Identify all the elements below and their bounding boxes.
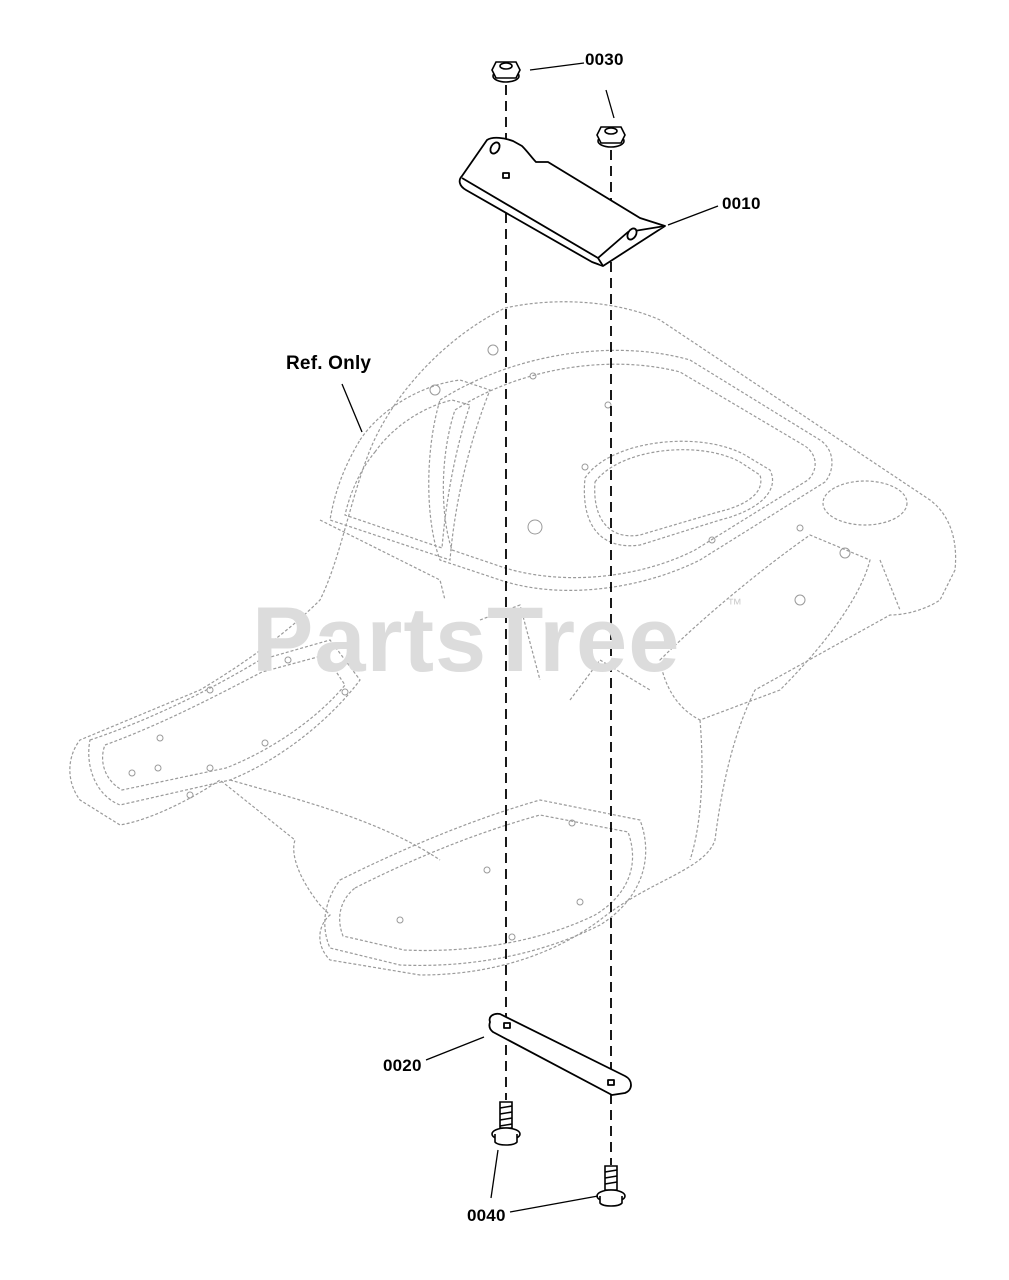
fender-body-reference	[69, 301, 957, 976]
reference-only-label: Ref. Only	[286, 353, 372, 374]
assembly-centerlines	[505, 85, 612, 1165]
leader-lines	[341, 62, 719, 1213]
flange-bolt-left	[491, 1101, 521, 1146]
flange-bolt-right	[596, 1165, 626, 1207]
mounting-bracket	[458, 136, 666, 267]
trademark-symbol: ™	[727, 596, 742, 613]
strap-plate	[488, 1012, 632, 1096]
callout-0030: 0030	[585, 50, 624, 69]
callout-0010: 0010	[722, 194, 761, 213]
flange-nut-right	[596, 126, 626, 148]
callout-0020: 0020	[383, 1056, 422, 1075]
body-mounting-holes	[128, 344, 851, 941]
flange-nut-left	[491, 61, 521, 83]
partstree-watermark: PartsTree	[252, 589, 681, 691]
callout-0040: 0040	[467, 1206, 506, 1225]
